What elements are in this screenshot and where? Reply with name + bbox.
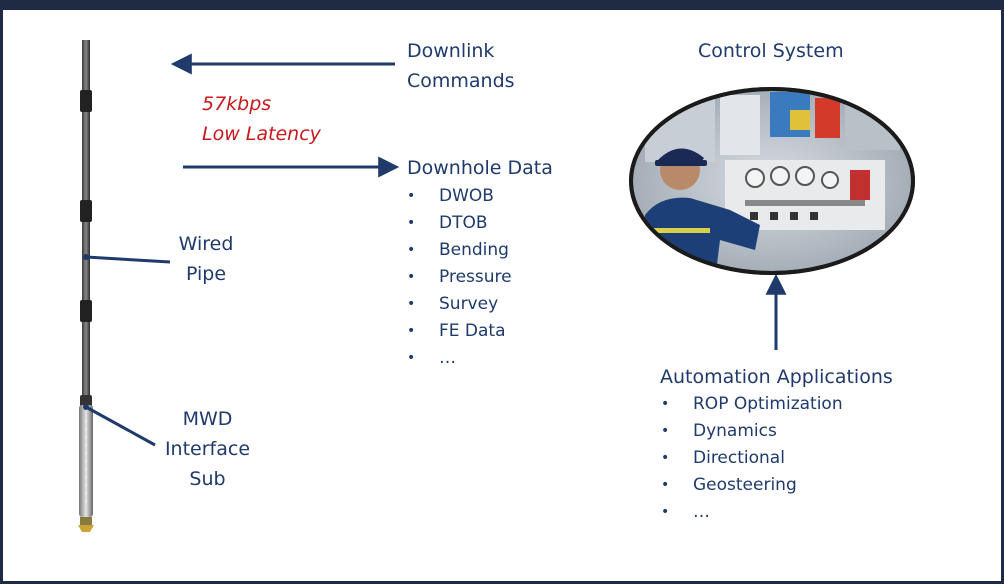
list-item: FE Data: [403, 318, 512, 345]
top-bar: [0, 0, 1004, 10]
pipe-joint: [80, 300, 92, 322]
mwd-leader: [85, 405, 156, 447]
downhole-data-title: Downhole Data: [407, 157, 553, 179]
drill-string: [78, 40, 94, 532]
list-item: Survey: [403, 291, 512, 318]
pipe-joint: [80, 90, 92, 112]
pipe-joint: [80, 200, 92, 222]
automation-applications-title: Automation Applications: [660, 366, 893, 388]
control-system-title: Control System: [698, 40, 844, 62]
list-item: …: [403, 345, 512, 372]
control-system-photo: [629, 87, 915, 275]
list-item: DWOB: [403, 183, 512, 210]
list-item: Dynamics: [657, 418, 843, 445]
list-item: …: [657, 499, 843, 526]
list-item: Directional: [657, 445, 843, 472]
downhole-data-list: DWOBDTOBBendingPressureSurveyFE Data…: [403, 183, 512, 372]
list-item: ROP Optimization: [657, 391, 843, 418]
list-item: Geosteering: [657, 472, 843, 499]
wired-pipe-label: Wired Pipe: [178, 233, 234, 285]
list-item: Bending: [403, 237, 512, 264]
downlink-commands-label: Downlink Commands: [407, 40, 515, 92]
mwd-interface-sub-label: MWD Interface Sub: [164, 408, 251, 490]
automation-applications-list: ROP OptimizationDynamicsDirectionalGeost…: [657, 391, 843, 526]
bandwidth-latency-label: 57kbps Low Latency: [202, 93, 321, 145]
pipe-joint: [80, 395, 92, 407]
drill-bit: [78, 525, 94, 532]
list-item: DTOB: [403, 210, 512, 237]
wired-pipe-leader: [85, 255, 171, 264]
list-item: Pressure: [403, 264, 512, 291]
